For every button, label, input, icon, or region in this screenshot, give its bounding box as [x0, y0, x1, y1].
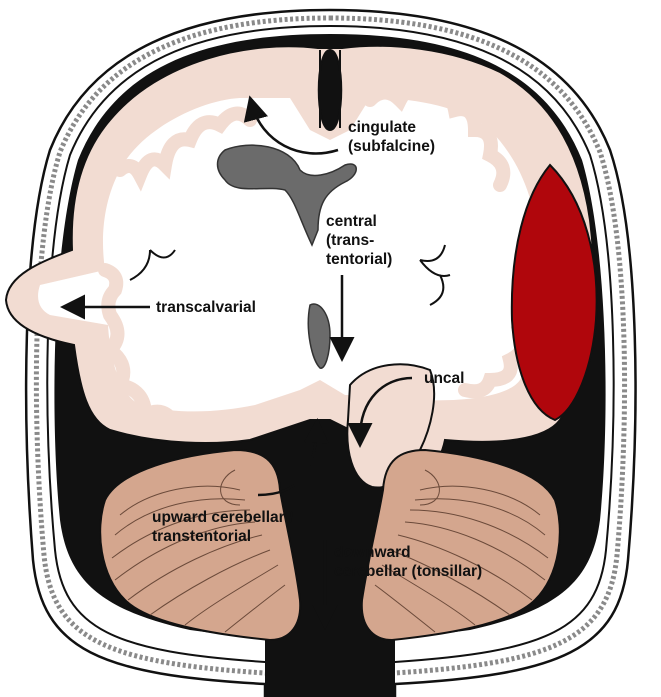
- label-uncal: uncal: [424, 370, 465, 387]
- label-upward-line1: upward cerebellar /: [152, 509, 294, 526]
- white-matter: [38, 98, 542, 412]
- label-central: central (trans- tentorial): [326, 212, 392, 269]
- label-central-line1: central: [326, 213, 377, 230]
- label-cingulate-line2: (subfalcine): [348, 138, 435, 155]
- label-upward: upward cerebellar / transtentorial: [152, 508, 293, 546]
- cerebellar-folia: [111, 469, 549, 633]
- label-downward-line2: cerebellar (tonsillar): [334, 563, 483, 580]
- gyri: [98, 81, 547, 441]
- label-downward: downward cerebellar (tonsillar): [334, 543, 482, 581]
- arrow-upward: [257, 418, 329, 497]
- label-central-line2: (trans-: [326, 232, 375, 249]
- label-downward-line1: downward: [334, 544, 411, 561]
- label-central-line3: tentorial): [326, 251, 393, 268]
- skull-diploe: [33, 15, 628, 676]
- arrow-cingulate: [243, 95, 339, 155]
- label-transcalvarial: transcalvarial: [156, 299, 256, 316]
- sulci: [129, 50, 451, 306]
- label-cingulate: cingulate (subfalcine): [348, 118, 435, 156]
- third-ventricle: [307, 303, 331, 369]
- arrow-uncal: [347, 376, 413, 448]
- lateral-ventricle: [216, 144, 357, 247]
- label-upward-line2: transtentorial: [152, 528, 252, 545]
- label-cingulate-line1: cingulate: [348, 119, 417, 136]
- hematoma: [510, 163, 598, 422]
